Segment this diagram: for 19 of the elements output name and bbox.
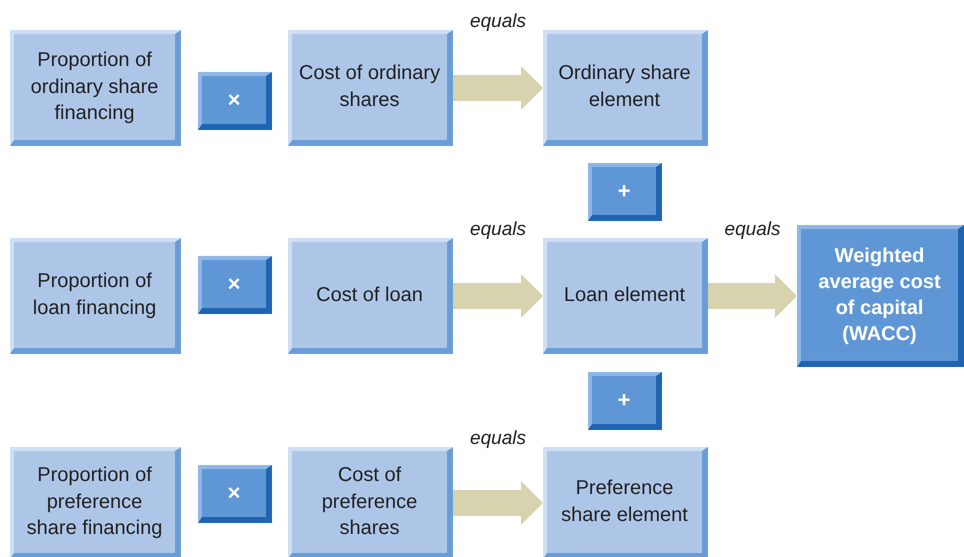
block-arrow [453,274,543,318]
operator-box: × [198,72,272,130]
operator-box: + [588,163,662,221]
process-box: Proportion of preference share financing [10,447,181,557]
process-box: Proportion of loan financing [10,238,181,354]
operator-box: × [198,465,272,523]
operator-box: × [198,256,272,314]
process-box: Cost of ordinary shares [288,30,453,146]
process-box: Cost of loan [288,238,453,354]
result-box: Weighted average cost of capital (WACC) [797,225,964,367]
process-box: Cost of preference shares [288,447,453,557]
process-box: Preference share element [543,447,708,557]
operator-box: + [588,372,662,430]
process-box: Proportion of ordinary share financing [10,30,181,146]
block-arrow [453,481,543,525]
process-box: Loan element [543,238,708,354]
block-arrow [453,66,543,110]
block-arrow [708,274,797,318]
process-box: Ordinary share element [543,30,708,146]
